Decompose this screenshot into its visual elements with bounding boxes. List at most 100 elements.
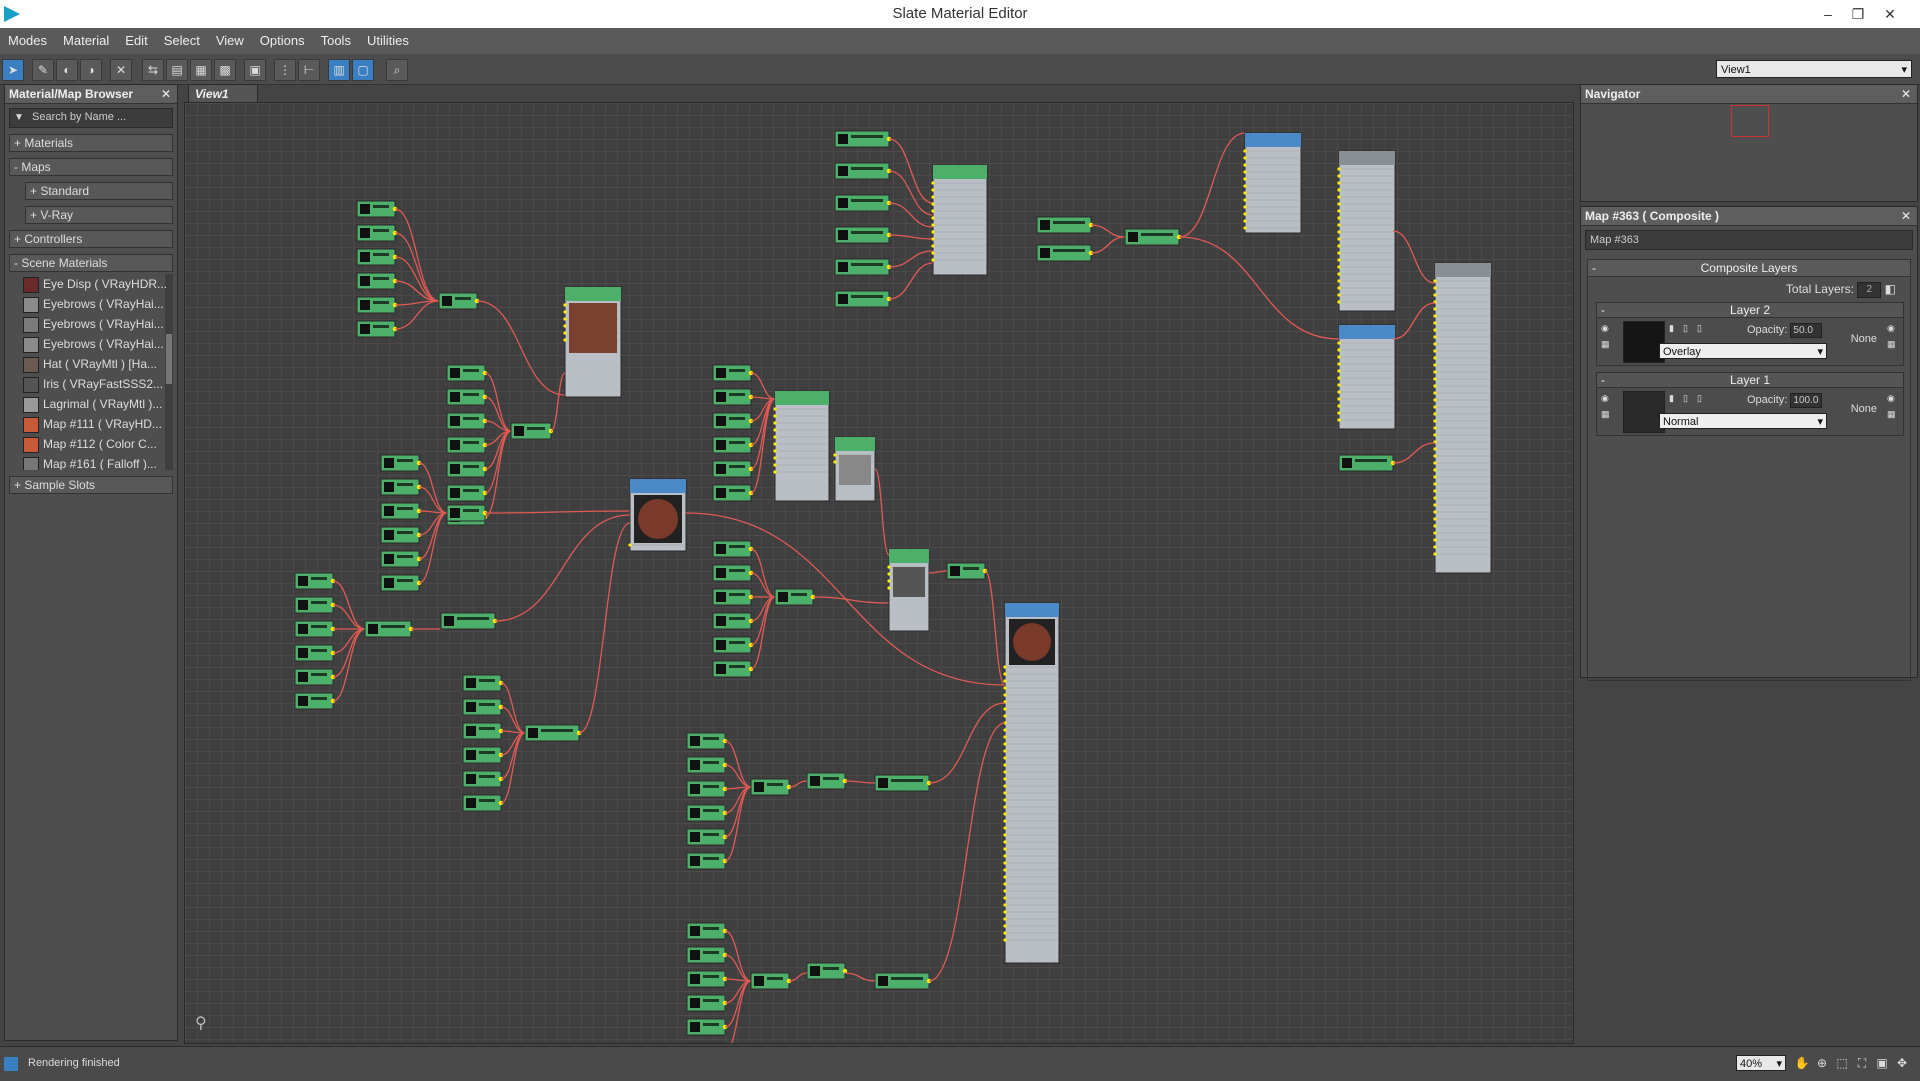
input-port[interactable] bbox=[1003, 812, 1007, 816]
input-port[interactable] bbox=[1243, 156, 1247, 160]
map-node-label[interactable] bbox=[397, 579, 413, 582]
map-thumbnail[interactable] bbox=[569, 303, 617, 353]
map-node-thumbnail[interactable] bbox=[690, 974, 700, 984]
input-port[interactable] bbox=[833, 460, 837, 464]
map-node-thumbnail[interactable] bbox=[838, 262, 848, 272]
map-node-thumbnail[interactable] bbox=[716, 544, 726, 554]
map-node-thumbnail[interactable] bbox=[466, 798, 476, 808]
menu-utilities[interactable]: Utilities bbox=[366, 33, 409, 48]
map-node-thumbnail[interactable] bbox=[368, 624, 378, 634]
map-node-label[interactable] bbox=[703, 927, 719, 930]
map-node-label[interactable] bbox=[729, 593, 745, 596]
map-node-thumbnail[interactable] bbox=[838, 198, 848, 208]
map-node-thumbnail[interactable] bbox=[466, 702, 476, 712]
input-port[interactable] bbox=[1243, 198, 1247, 202]
map-thumbnail[interactable] bbox=[893, 567, 925, 597]
input-port[interactable] bbox=[1003, 784, 1007, 788]
assign-material-icon[interactable]: ◐ bbox=[56, 59, 78, 81]
map-node-label[interactable] bbox=[767, 977, 783, 980]
group-controllers[interactable]: + Controllers bbox=[9, 230, 173, 248]
node-view-canvas[interactable]: ⚲ bbox=[184, 102, 1574, 1044]
map-node-thumbnail[interactable] bbox=[716, 392, 726, 402]
input-port[interactable] bbox=[1433, 552, 1437, 556]
map-node-label[interactable] bbox=[729, 617, 745, 620]
map-node-thumbnail[interactable] bbox=[690, 950, 700, 960]
input-port[interactable] bbox=[1433, 412, 1437, 416]
input-port[interactable] bbox=[1433, 538, 1437, 542]
input-port[interactable] bbox=[1337, 383, 1341, 387]
input-port[interactable] bbox=[1337, 362, 1341, 366]
map-node-label[interactable] bbox=[851, 295, 883, 298]
scene-material-item[interactable]: Map #111 ( VRayHD... bbox=[21, 414, 173, 434]
input-port[interactable] bbox=[563, 331, 567, 335]
map-node-label[interactable] bbox=[823, 967, 839, 970]
minimize-button[interactable]: – bbox=[1824, 6, 1832, 22]
input-port[interactable] bbox=[833, 453, 837, 457]
scene-material-item[interactable]: Eye Disp ( VRayHDR... bbox=[21, 274, 173, 294]
map-node-thumbnail[interactable] bbox=[878, 778, 888, 788]
zoom-extents-icon[interactable]: ⛶ bbox=[1857, 1056, 1867, 1070]
map-node-thumbnail[interactable] bbox=[360, 204, 370, 214]
map-node-thumbnail[interactable] bbox=[716, 440, 726, 450]
map-node-label[interactable] bbox=[891, 977, 923, 980]
map-node-label[interactable] bbox=[541, 729, 573, 732]
map-node-label[interactable] bbox=[703, 975, 719, 978]
input-port[interactable] bbox=[931, 223, 935, 227]
input-port[interactable] bbox=[1337, 181, 1341, 185]
restore-button[interactable]: ❐ bbox=[1851, 6, 1865, 22]
input-port[interactable] bbox=[1003, 819, 1007, 823]
put-to-scene-icon[interactable]: ◑ bbox=[80, 59, 102, 81]
material-node[interactable] bbox=[1244, 132, 1302, 234]
opacity-spinner[interactable]: 50.0 bbox=[1790, 323, 1823, 338]
input-port[interactable] bbox=[1433, 489, 1437, 493]
map-node-label[interactable] bbox=[729, 393, 745, 396]
navigator-viewport-rect[interactable] bbox=[1731, 105, 1769, 137]
opacity-spinner[interactable]: 100.0 bbox=[1790, 393, 1823, 408]
material-node-header[interactable] bbox=[1435, 263, 1491, 277]
map-node-thumbnail[interactable] bbox=[838, 166, 848, 176]
input-port[interactable] bbox=[1337, 209, 1341, 213]
input-port[interactable] bbox=[1433, 545, 1437, 549]
map-node-label[interactable] bbox=[397, 483, 413, 486]
menu-material[interactable]: Material bbox=[63, 33, 110, 48]
input-port[interactable] bbox=[1337, 418, 1341, 422]
map-node-label[interactable] bbox=[729, 569, 745, 572]
map-node-label[interactable] bbox=[703, 737, 719, 740]
input-port[interactable] bbox=[1337, 251, 1341, 255]
input-port[interactable] bbox=[1433, 426, 1437, 430]
input-port[interactable] bbox=[1003, 840, 1007, 844]
map-node-thumbnail[interactable] bbox=[466, 750, 476, 760]
map-node-thumbnail[interactable] bbox=[450, 488, 460, 498]
input-port[interactable] bbox=[773, 407, 777, 411]
input-port[interactable] bbox=[931, 202, 935, 206]
menu-tools[interactable]: Tools bbox=[320, 33, 351, 48]
map-node-thumbnail[interactable] bbox=[690, 784, 700, 794]
input-port[interactable] bbox=[1337, 369, 1341, 373]
input-port[interactable] bbox=[1433, 370, 1437, 374]
map-node-thumbnail[interactable] bbox=[1128, 232, 1138, 242]
filter-icon[interactable]: ▼ bbox=[14, 112, 24, 123]
input-port[interactable] bbox=[1433, 475, 1437, 479]
map-node-thumbnail[interactable] bbox=[754, 976, 764, 986]
input-port[interactable] bbox=[1337, 390, 1341, 394]
input-port[interactable] bbox=[887, 565, 891, 569]
group-materials[interactable]: + Materials bbox=[9, 134, 173, 152]
map-node-thumbnail[interactable] bbox=[716, 664, 726, 674]
input-port[interactable] bbox=[1003, 854, 1007, 858]
mask-visibility-icon[interactable]: ◉ bbox=[1887, 393, 1895, 403]
map-node-thumbnail[interactable] bbox=[450, 368, 460, 378]
material-node[interactable] bbox=[932, 164, 988, 276]
map-node-label[interactable] bbox=[1053, 221, 1085, 224]
material-node[interactable] bbox=[1434, 262, 1492, 574]
input-port[interactable] bbox=[1003, 938, 1007, 942]
map-node-label[interactable] bbox=[729, 641, 745, 644]
backlight-icon[interactable]: ▩ bbox=[214, 59, 236, 81]
select-by-material-icon[interactable]: ⌕ bbox=[386, 59, 408, 81]
map-node-label[interactable] bbox=[963, 567, 979, 570]
input-port[interactable] bbox=[563, 338, 567, 342]
map-node-thumbnail[interactable] bbox=[690, 926, 700, 936]
pan-to-selected-icon[interactable]: ✥ bbox=[1896, 1056, 1908, 1070]
pan-hand-icon[interactable]: ✋ bbox=[1794, 1056, 1810, 1070]
map-node-label[interactable] bbox=[311, 697, 327, 700]
layer-map-thumbnail[interactable] bbox=[1623, 391, 1665, 433]
